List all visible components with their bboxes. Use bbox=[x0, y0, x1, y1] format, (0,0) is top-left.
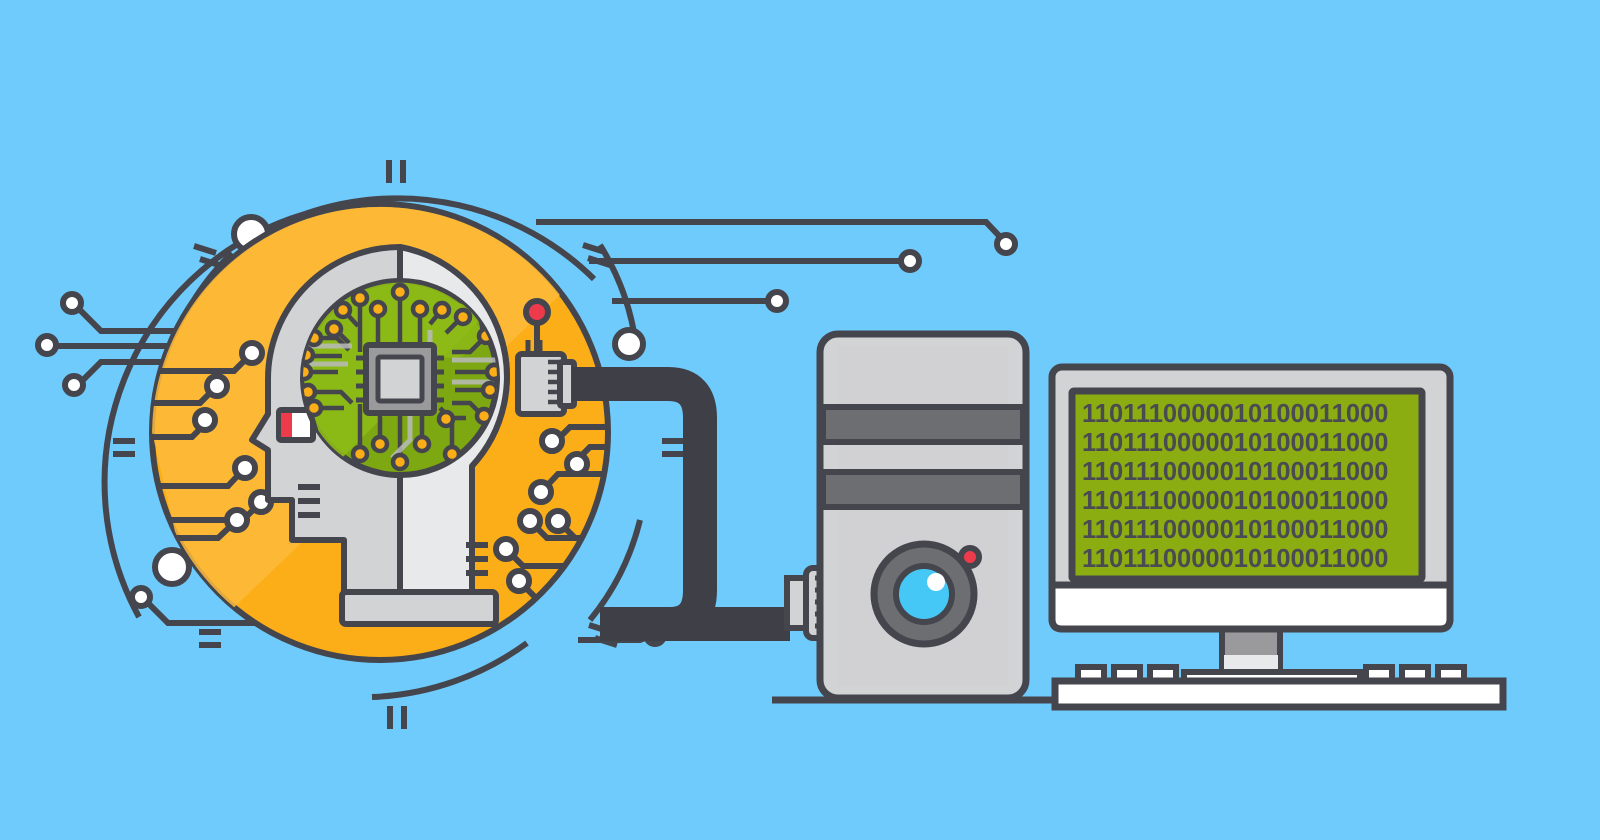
trace-dot bbox=[545, 508, 571, 534]
monitor-stand-foot bbox=[1224, 655, 1278, 673]
head-base bbox=[339, 589, 499, 627]
board-pad bbox=[453, 307, 473, 327]
trace-dot bbox=[994, 232, 1018, 256]
board-pad bbox=[324, 319, 344, 339]
binary-row: 1101110000010100011000 bbox=[1082, 516, 1388, 544]
trace-dot bbox=[239, 340, 265, 366]
binary-row: 1101110000010100011000 bbox=[1082, 458, 1388, 486]
tick-upper-left bbox=[193, 243, 223, 269]
board-pad bbox=[333, 300, 353, 320]
board-pad bbox=[410, 299, 430, 319]
chip-core bbox=[375, 354, 425, 404]
keyboard bbox=[1051, 664, 1507, 711]
trace-dot bbox=[517, 508, 543, 534]
tower-lens-glint bbox=[927, 573, 945, 591]
trace-dot bbox=[224, 507, 250, 533]
board-pad bbox=[390, 282, 410, 302]
head-highlight-outline bbox=[397, 244, 510, 611]
trace-dot bbox=[564, 451, 590, 477]
trace-dot bbox=[528, 479, 554, 505]
back-vent-lines bbox=[466, 542, 488, 576]
tower-lens-iris bbox=[893, 563, 955, 625]
outer-arc-bottom-right bbox=[371, 640, 529, 700]
tower-power-led bbox=[958, 545, 982, 569]
brain-head-group bbox=[149, 201, 611, 663]
binary-row: 1101110000010100011000 bbox=[1082, 429, 1388, 457]
trace-dot bbox=[232, 455, 258, 481]
trace-dot bbox=[204, 373, 230, 399]
trace-dots-left bbox=[35, 214, 271, 609]
antenna-led bbox=[523, 298, 551, 326]
board-pad bbox=[370, 434, 390, 454]
monitor: 1101110000010100011000 11011100000101000… bbox=[1048, 363, 1454, 675]
tower-band-lower bbox=[820, 469, 1026, 510]
trace-dot bbox=[898, 249, 922, 273]
board-pad bbox=[436, 409, 456, 429]
tick-top bbox=[386, 160, 406, 183]
trace-dot bbox=[493, 536, 519, 562]
board-pad bbox=[303, 362, 314, 382]
cpu-chip bbox=[356, 342, 444, 416]
trace-dot bbox=[60, 291, 84, 315]
ear-vent-lines bbox=[298, 484, 320, 518]
board-pad bbox=[368, 299, 388, 319]
cable-bottom-run bbox=[660, 607, 790, 641]
trace-node-large bbox=[152, 547, 192, 587]
binary-text-group: 1101110000010100011000 11011100000101000… bbox=[1082, 400, 1388, 573]
board-pad bbox=[390, 452, 410, 472]
inner-trace-dots-right bbox=[493, 428, 590, 594]
trace-dot bbox=[62, 373, 86, 397]
trace-node-large bbox=[612, 327, 646, 361]
monitor-chin bbox=[1048, 581, 1454, 633]
data-cable bbox=[572, 367, 790, 641]
tick-mid-right bbox=[662, 438, 684, 457]
tick-lower-left bbox=[199, 629, 221, 648]
outer-arc-top-right bbox=[304, 195, 597, 282]
tick-bottom bbox=[387, 706, 407, 729]
inner-trace-dots-left bbox=[192, 340, 274, 533]
board-pad bbox=[350, 288, 370, 308]
binary-row: 1101110000010100011000 bbox=[1082, 545, 1388, 573]
trace-left-1 bbox=[73, 303, 183, 334]
board-pad bbox=[484, 362, 497, 382]
trace-dot bbox=[539, 428, 565, 454]
board-pad bbox=[480, 380, 497, 400]
trace-left-3 bbox=[74, 359, 180, 389]
monitor-screen bbox=[1068, 387, 1426, 583]
board-pad bbox=[412, 434, 432, 454]
trace-dot bbox=[765, 289, 789, 313]
server-tower bbox=[772, 330, 1500, 704]
board-pad bbox=[432, 300, 452, 320]
trace-dot bbox=[129, 585, 153, 609]
nose-led bbox=[281, 413, 292, 437]
tower-band-upper bbox=[820, 404, 1026, 445]
keyboard-body bbox=[1051, 677, 1507, 711]
inner-arc-right-bottom bbox=[587, 519, 643, 622]
tick-mid-left bbox=[113, 438, 135, 457]
head-port-connector bbox=[515, 340, 577, 417]
binary-row: 1101110000010100011000 bbox=[1082, 400, 1388, 428]
trace-dot bbox=[35, 333, 59, 357]
binary-row: 1101110000010100011000 bbox=[1082, 487, 1388, 515]
trace-dot bbox=[506, 568, 532, 594]
board-pad bbox=[350, 444, 370, 464]
trace-dot bbox=[192, 407, 218, 433]
